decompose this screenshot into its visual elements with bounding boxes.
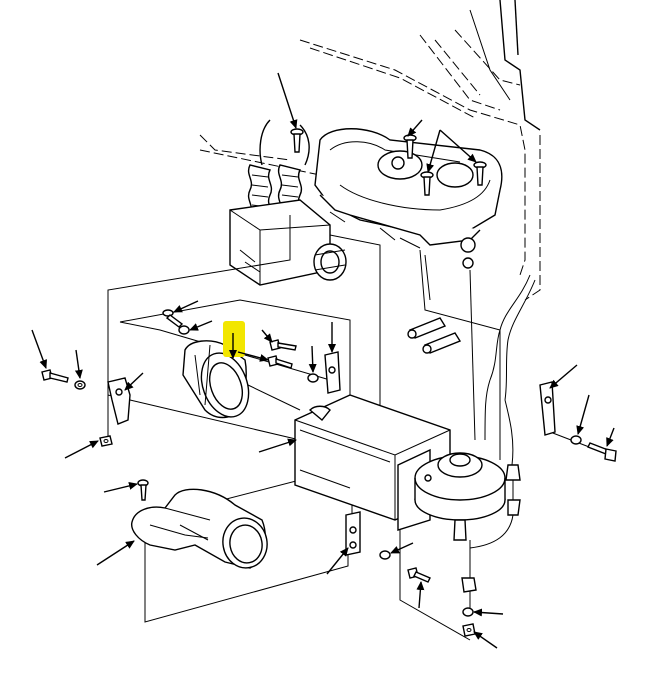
washer-right (570, 435, 582, 445)
screw-top-right-2 (473, 161, 487, 186)
mounting-bracket (345, 511, 361, 556)
nut-motor (462, 623, 476, 637)
washer-motor (462, 607, 474, 617)
nut-left (99, 435, 113, 447)
washer-adapter-1 (178, 325, 190, 335)
callout-arrows (31, 72, 615, 649)
washer-left (74, 380, 86, 390)
screw-duct (137, 479, 149, 501)
screw-bottom (407, 567, 431, 583)
motor-lead (461, 577, 477, 593)
left-bracket (107, 377, 131, 425)
wiring-harness (469, 274, 536, 549)
screw-adapter-3 (267, 355, 293, 369)
screw-top-left (290, 128, 304, 153)
center-bracket (324, 351, 341, 394)
highlight-marker (223, 321, 245, 357)
washer-bottom (379, 550, 391, 560)
screw-right (587, 442, 617, 462)
screw-adapter-1 (162, 309, 184, 328)
plenum-box (229, 199, 347, 286)
screw-adapter-2 (269, 339, 297, 351)
air-inlet-adapter[interactable] (182, 340, 301, 424)
screw-left (41, 369, 69, 383)
fasteners (41, 128, 617, 637)
highlight-callout[interactable] (223, 321, 245, 359)
hose-fittings (407, 317, 462, 354)
duct-elbow (131, 488, 268, 569)
washer-center (307, 373, 319, 383)
blower-motor (414, 452, 506, 541)
right-bracket (539, 381, 556, 436)
